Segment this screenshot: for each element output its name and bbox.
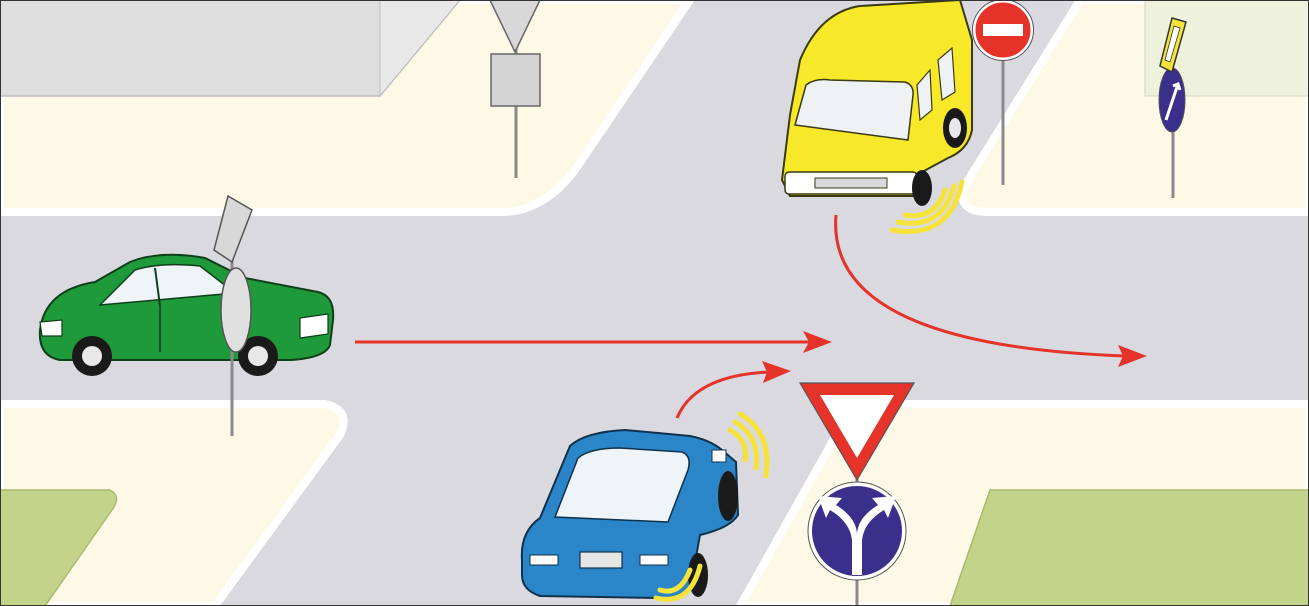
arrow-green-car-straight bbox=[355, 331, 832, 353]
turn-indicator-yellow-van bbox=[889, 179, 965, 234]
building-top-left-side bbox=[379, 0, 461, 98]
turn-indicator-blue-car-rear bbox=[653, 563, 703, 602]
sidewalk-bottom-left bbox=[0, 400, 348, 606]
green-car bbox=[38, 253, 335, 376]
mandatory-straight-or-right-sign bbox=[807, 481, 907, 581]
grass-bottom-right bbox=[949, 489, 1309, 606]
grass-bottom-left bbox=[0, 489, 118, 606]
priority-road-sign bbox=[1159, 17, 1187, 74]
back-of-sign-top bbox=[489, 0, 541, 178]
blue-car bbox=[520, 411, 770, 602]
keep-right-sign bbox=[1158, 67, 1186, 198]
yellow-van bbox=[780, 0, 973, 234]
arrow-blue-car-turn bbox=[675, 361, 791, 419]
back-of-sign-left bbox=[213, 194, 253, 436]
arrow-yellow-van-turn bbox=[834, 214, 1147, 367]
turn-indicator-blue-car-front bbox=[727, 411, 770, 479]
